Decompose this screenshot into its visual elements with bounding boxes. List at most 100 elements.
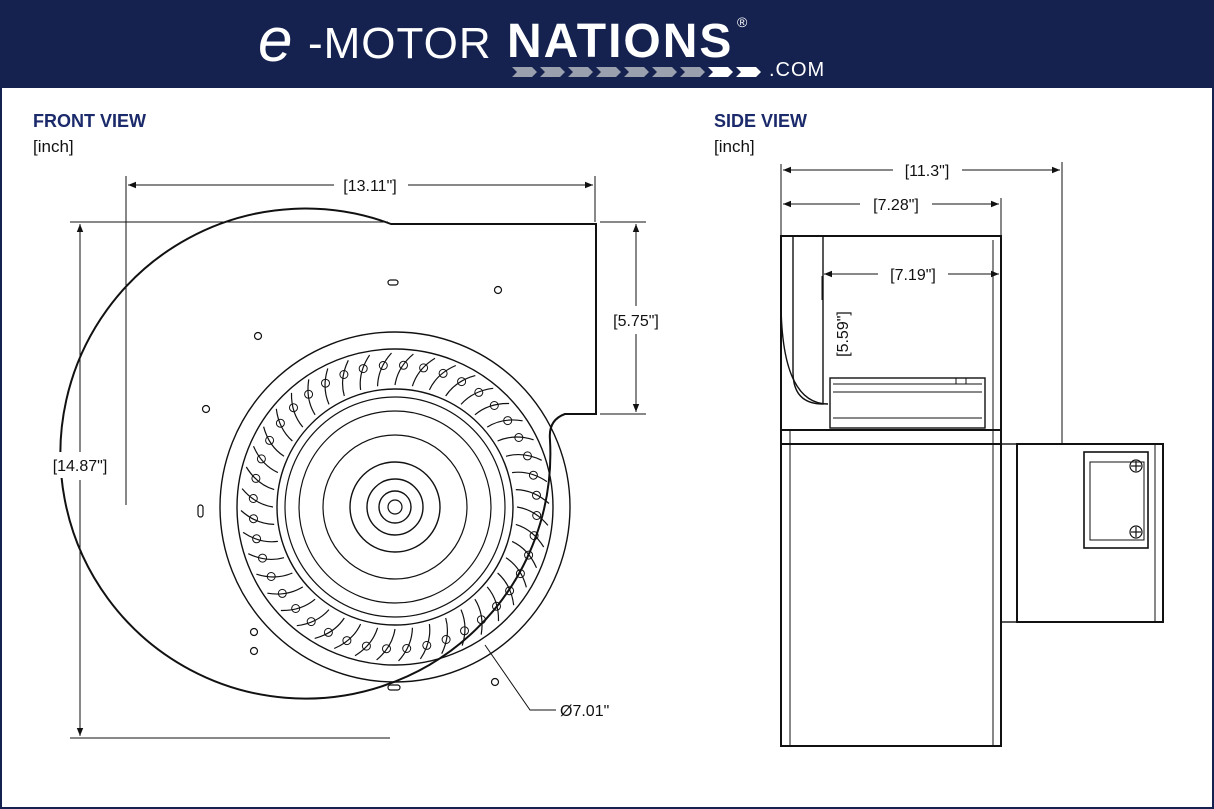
housing-lower-body (780, 429, 1002, 747)
motor-body (1000, 443, 1018, 623)
wheel-blade-rivet (505, 586, 515, 596)
wheel-blade-rivet (275, 418, 285, 428)
wheel-blade-rivet (289, 403, 298, 413)
wheel-blade-rivet (266, 572, 276, 581)
terminal-screw (1129, 525, 1143, 539)
wheel-outer-ring (219, 331, 571, 683)
terminal-box (1083, 451, 1149, 549)
logo-chevron (512, 67, 537, 77)
mounting-slot (387, 684, 401, 691)
mounting-hole (490, 677, 500, 687)
logo-chevron (596, 67, 621, 77)
side-overall-label: [11.3"] (905, 163, 950, 180)
logo-chevron (736, 67, 761, 77)
wheel-blade-rivet (532, 490, 541, 500)
logo-chevron (624, 67, 649, 77)
wheel-blade-ring-outer (236, 348, 554, 666)
wheel-blade-rivet (306, 617, 316, 627)
wheel-blade-rivet (248, 494, 258, 503)
mounting-hole (253, 331, 263, 341)
mounting-hole (249, 627, 259, 637)
mounting-hole (493, 285, 503, 295)
label-background (860, 193, 932, 215)
side-view (780, 162, 1164, 747)
terminal-screw (1129, 459, 1143, 473)
wheel-inner-disc (298, 410, 492, 604)
wheel-blade-rivet (460, 626, 469, 636)
wheel-blade-rivet (342, 636, 352, 646)
side-view-unit: [inch] (714, 137, 755, 156)
side-outlet-height-label: [5.59"] (835, 311, 852, 357)
terminal-box-inner (1089, 461, 1145, 541)
shaft-center (387, 499, 403, 515)
wheel-diameter-label: Ø7.01" (560, 703, 609, 720)
wheel-blade-rivet (489, 401, 499, 410)
wheel-blade-rivet (358, 364, 368, 374)
wheel-blade-rivet (252, 534, 262, 544)
wheel-blade-rivet (382, 644, 391, 654)
front-view-unit: [inch] (33, 137, 74, 156)
wheel-blade-rivet (323, 627, 333, 637)
registered-mark: ® (737, 14, 748, 30)
wheel-blade-rivet (258, 553, 267, 563)
wheel-blade-rivet (528, 470, 538, 480)
wheel-blade-rivet (438, 368, 448, 378)
wheel-blade-rivet (321, 378, 330, 388)
mounting-slot (197, 504, 204, 518)
brand-header: e -MOTOR NATIONS ® .COM (2, 2, 1212, 88)
wheel-blade-rivet (304, 389, 314, 399)
logo-chevron (652, 67, 677, 77)
mounting-hole (201, 404, 211, 414)
side-inlet-label: [7.19"] (890, 267, 936, 284)
wheel-blade-rivet (503, 416, 513, 426)
wheel-blade-rivet (532, 511, 542, 520)
wheel-blade-rivet (256, 454, 266, 464)
hub-outer (349, 461, 441, 553)
wheel-blade-rivet (265, 435, 275, 445)
motor-can (1016, 443, 1164, 623)
logo-motor-text: -MOTOR (308, 19, 492, 68)
wheel-blade-rivet (492, 601, 501, 611)
wheel-blade-rivet (524, 550, 534, 560)
wheel-blade-ring-inner (276, 388, 514, 626)
logo-chevron (708, 67, 733, 77)
wheel-blade-rivet (529, 531, 539, 541)
mounting-slot (387, 279, 399, 286)
wheel-blade-rivet (251, 473, 261, 483)
wheel-blade-rivet (474, 387, 484, 397)
side-wheel (829, 377, 986, 429)
wheel-blade-rivet (402, 644, 412, 653)
mounting-hole (249, 646, 259, 656)
label-background (830, 302, 854, 366)
wheel-hub-ring (284, 396, 506, 618)
wheel-blade-rivet (419, 363, 429, 373)
wheel-blade-rivet (476, 615, 486, 625)
label-background (44, 452, 116, 478)
label-background (878, 263, 948, 285)
front-view-title: FRONT VIEW (33, 111, 146, 131)
wheel-blade-rivet (515, 569, 525, 579)
inlet-curve (780, 299, 829, 405)
front-width-label: [13.11"] (343, 178, 396, 195)
wheel-blade-rivet (339, 370, 349, 379)
logo-chevron (540, 67, 565, 77)
wheel-blade-rivet (422, 640, 432, 650)
logo-chevron-stripe (512, 67, 761, 77)
label-background (893, 159, 962, 181)
wheel-blade-rivet (523, 451, 532, 461)
label-background (334, 174, 408, 196)
wheel-inner-disc (322, 434, 468, 580)
side-view-title: SIDE VIEW (714, 111, 808, 131)
logo-nations-text: NATIONS (507, 15, 734, 68)
wheel-blade-rivet (457, 377, 467, 387)
logo-chevron (680, 67, 705, 77)
wheel-blade-rivet (514, 433, 524, 442)
wheel-blade-rivet (277, 588, 287, 598)
shaft (378, 490, 412, 524)
logo-chevron (568, 67, 593, 77)
wheel-blade-rivet (361, 641, 371, 651)
logo-domain-text: .COM (769, 59, 826, 81)
front-view (59, 176, 646, 739)
